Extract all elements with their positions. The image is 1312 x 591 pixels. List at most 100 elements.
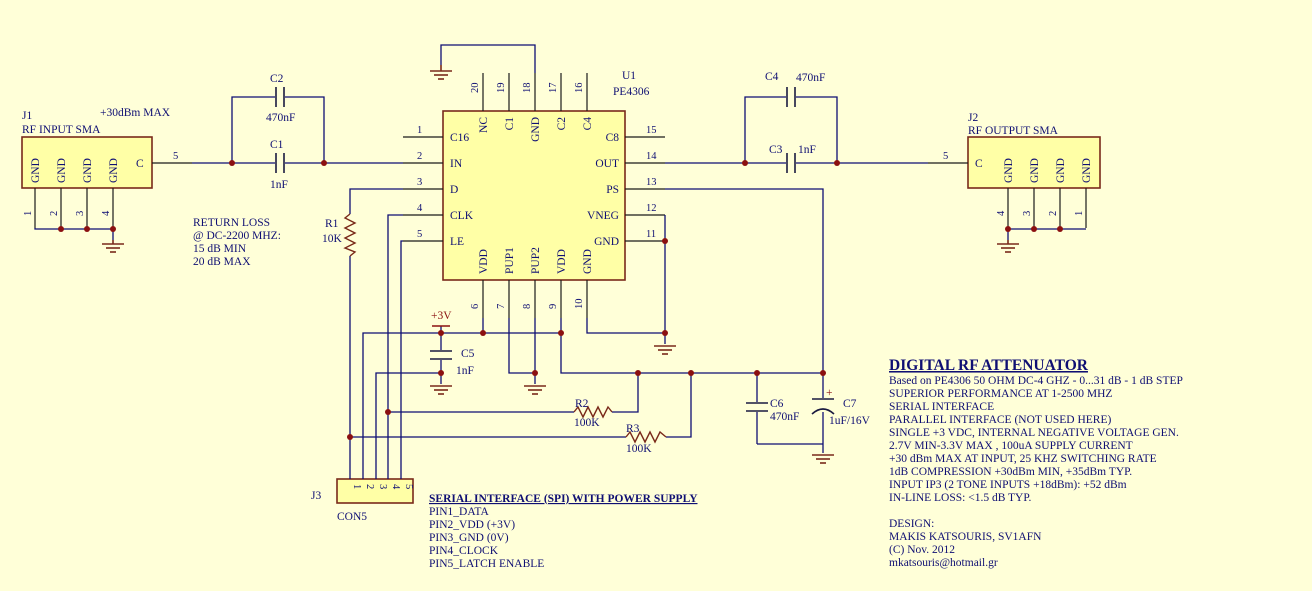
u1-ref: U1 xyxy=(622,70,636,82)
c7-capacitor[interactable]: + C7 1uF/16V xyxy=(811,387,871,427)
c2-value: 470nF xyxy=(266,112,295,124)
r2-resistor[interactable]: R2 100K xyxy=(573,398,613,429)
r1-value: 10K xyxy=(322,233,343,245)
u1-pin-num: 6 xyxy=(470,304,481,309)
c3-value: 1nF xyxy=(798,144,816,156)
serial-title: SERIAL INTERFACE (SPI) WITH POWER SUPPLY xyxy=(429,493,698,505)
c7-value: 1uF/16V xyxy=(829,415,871,427)
c7-ref: C7 xyxy=(843,398,857,410)
u1-pin-name: GND xyxy=(582,249,594,274)
ground-icon xyxy=(102,240,124,253)
r1-resistor[interactable]: R1 10K xyxy=(322,213,357,257)
c7-polarity: + xyxy=(826,387,833,399)
u1-pe4306[interactable]: U1 PE4306 C16 IN D CLK LE 1 2 3 4 5 C8 O… xyxy=(403,70,665,318)
r3-ref: R3 xyxy=(626,423,640,435)
junction-dot xyxy=(820,370,826,376)
u1-pin-num: 15 xyxy=(646,125,657,136)
power-flag-3v: +3V xyxy=(431,310,452,327)
j2-name: RF OUTPUT SMA xyxy=(968,125,1059,137)
r2-ref: R2 xyxy=(575,398,589,410)
junction-dot xyxy=(347,434,353,440)
u1-pin-num: 16 xyxy=(574,83,585,94)
junction-dot xyxy=(688,370,694,376)
j1-pin-num: 3 xyxy=(75,211,86,216)
return-loss-note: RETURN LOSS @ DC-2200 MHZ: 15 dB MIN 20 … xyxy=(193,217,281,268)
r3-resistor[interactable]: R3 100K xyxy=(625,423,667,455)
u1-pin-num: 10 xyxy=(574,299,585,310)
info-line: Based on PE4306 50 OHM DC-4 GHZ - 0...31… xyxy=(889,375,1183,387)
power-net-label: +3V xyxy=(431,310,452,322)
u1-pin-num: 12 xyxy=(646,203,657,214)
junction-dot xyxy=(742,160,748,166)
r1-ref: R1 xyxy=(325,218,339,230)
r2-value: 100K xyxy=(574,417,600,429)
j3-ref: J3 xyxy=(311,490,321,502)
c5-capacitor[interactable]: C5 1nF xyxy=(430,348,475,377)
c6-capacitor[interactable]: C6 470nF xyxy=(746,398,799,423)
j1-rf-input-sma[interactable]: J1 RF INPUT SMA +30dBm MAX GND GND GND G… xyxy=(21,107,192,228)
u1-pin-num: 19 xyxy=(496,83,507,94)
junction-dot xyxy=(438,370,444,376)
j2-pin-name: C xyxy=(975,158,983,170)
u1-pin-num: 2 xyxy=(417,151,422,162)
c4-ref: C4 xyxy=(765,71,779,83)
ground-icon xyxy=(997,240,1019,253)
u1-pin-name: C4 xyxy=(582,117,594,131)
j2-pin-num: 2 xyxy=(1048,211,1059,216)
design-line: MAKIS KATSOURIS, SV1AFN xyxy=(889,531,1042,543)
ground-icon xyxy=(430,65,452,80)
info-block: DIGITAL RF ATTENUATOR Based on PE4306 50… xyxy=(889,357,1183,569)
u1-pin-num: 4 xyxy=(417,203,423,214)
u1-pin-num: 9 xyxy=(548,304,559,309)
c5-value: 1nF xyxy=(456,365,474,377)
junction-dot xyxy=(1057,226,1063,232)
j2-pin-name: GND xyxy=(1003,158,1015,183)
design-line: DESIGN: xyxy=(889,518,934,530)
u1-pin-name: VDD xyxy=(478,249,490,274)
u1-pin-name: VDD xyxy=(556,249,568,274)
j2-pin-num: 3 xyxy=(1022,211,1033,216)
j2-pin-name: GND xyxy=(1029,158,1041,183)
u1-pin-name: PUP1 xyxy=(504,247,516,274)
info-line: 1dB COMPRESSION +30dBm MIN, +35dBm TYP. xyxy=(889,466,1132,478)
u1-part: PE4306 xyxy=(613,86,650,98)
j2-pin-num: 5 xyxy=(943,151,948,162)
j1-body xyxy=(21,136,153,189)
ground-symbols xyxy=(102,65,1019,464)
c3-capacitor[interactable]: C3 1nF xyxy=(769,144,816,173)
info-line: INPUT IP3 (2 TONE INPUTS +18dBm): +52 dB… xyxy=(889,479,1127,491)
j3-part: CON5 xyxy=(337,511,367,523)
c2-capacitor[interactable]: C2 470nF xyxy=(266,73,295,124)
j2-rf-output-sma[interactable]: J2 RF OUTPUT SMA C GND GND GND GND 5 4 3… xyxy=(928,112,1101,228)
u1-pin-name: PS xyxy=(606,184,619,196)
j3-pin-num: 3 xyxy=(377,484,388,489)
info-title: DIGITAL RF ATTENUATOR xyxy=(889,357,1089,374)
junction-dot xyxy=(1031,226,1037,232)
j1-pin-name: C xyxy=(136,158,144,170)
j2-pin-name: GND xyxy=(1055,158,1067,183)
c2-ref: C2 xyxy=(270,73,284,85)
junction-dot xyxy=(110,226,116,232)
u1-pin-num: 1 xyxy=(417,125,422,136)
j1-name: RF INPUT SMA xyxy=(22,124,101,136)
u1-pin-name: D xyxy=(450,184,458,196)
j1-pin-name: GND xyxy=(30,158,42,183)
c5-ref: C5 xyxy=(461,348,475,360)
j3-con5-header[interactable]: J3 CON5 1 2 3 4 5 xyxy=(311,478,414,523)
u1-pin-name: IN xyxy=(450,158,463,170)
c3-ref: C3 xyxy=(769,144,783,156)
info-line: 2.7V MIN-3.3V MAX , 100uA SUPPLY CURRENT xyxy=(889,440,1133,452)
junction-dot xyxy=(1005,226,1011,232)
u1-pin-num: 5 xyxy=(417,229,422,240)
u1-pin-num: 8 xyxy=(522,304,533,309)
junction-dot xyxy=(480,330,486,336)
j3-pin-num: 2 xyxy=(364,484,375,489)
serial-line: PIN2_VDD (+3V) xyxy=(429,519,515,531)
junction-dot xyxy=(321,160,327,166)
c4-capacitor[interactable]: C4 470nF xyxy=(765,71,825,107)
j2-pin-num: 4 xyxy=(996,210,1007,216)
u1-pin-name: LE xyxy=(450,236,464,248)
c1-capacitor[interactable]: C1 1nF xyxy=(270,139,288,191)
wires xyxy=(34,44,1086,479)
u1-pin-name: GND xyxy=(594,236,619,248)
